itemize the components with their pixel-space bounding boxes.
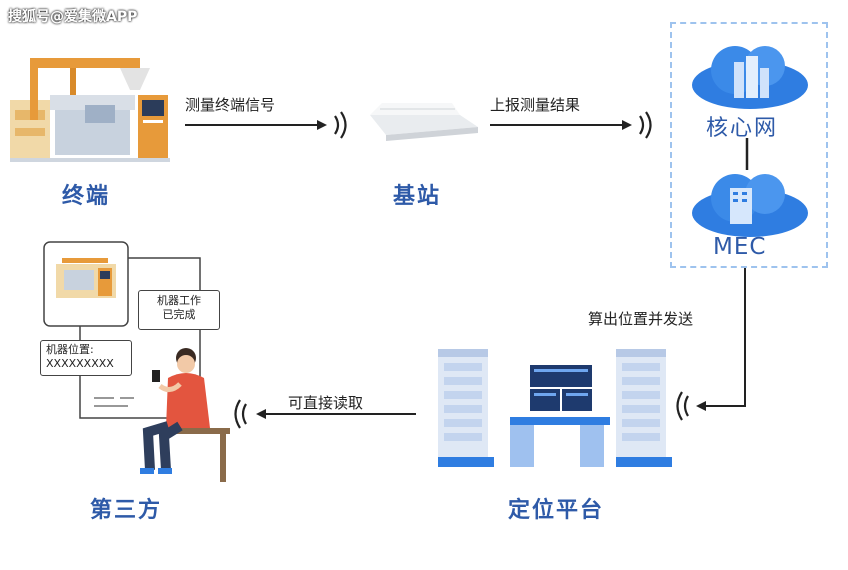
arrow-platform-to-third: [234, 399, 416, 429]
arrow-bs-to-core: [490, 111, 652, 139]
base-station-icon: [370, 103, 478, 141]
third-party-scene: [43, 241, 230, 482]
person-phone-icon: [140, 348, 230, 482]
watermark: 搜狐号@爱集微APP: [8, 9, 138, 25]
terminal-label: 终端: [62, 184, 111, 209]
wifi-signal-icon: [639, 111, 652, 139]
cloud-icon: [692, 46, 808, 109]
wifi-signal-icon: [676, 391, 689, 421]
factory-robot-icon: [56, 258, 116, 298]
platform-label: 定位平台: [508, 498, 605, 523]
mec-label: MEC: [713, 234, 767, 260]
core-network-label: 核心网: [706, 116, 779, 141]
edge-label-platform-to-third: 可直接读取: [288, 394, 364, 412]
server-rack-icon: [438, 349, 672, 467]
network-group-box: [670, 22, 828, 268]
edge-label-terminal-to-bs: 测量终端信号: [185, 96, 276, 114]
bubble-position-title: 机器位置:: [46, 343, 94, 356]
monitor-icon: [530, 365, 592, 411]
link-core-mec: [745, 138, 749, 170]
cloud-icon: [692, 174, 808, 237]
edge-label-bs-to-core: 上报测量结果: [490, 96, 581, 114]
third-party-label: 第三方: [90, 498, 163, 523]
bubble-position-value: XXXXXXXXX: [46, 357, 114, 370]
arrow-terminal-to-bs: [185, 111, 347, 139]
wifi-signal-icon: [234, 399, 247, 429]
bubble-task-done-text: 机器工作 已完成: [157, 294, 201, 321]
bubble-task-done: 机器工作 已完成: [138, 290, 220, 330]
base-station-label: 基站: [393, 184, 442, 209]
bubble-position: 机器位置: XXXXXXXXX: [40, 340, 132, 376]
factory-robot-icon: [10, 58, 170, 162]
arrow-mec-to-platform: [676, 268, 746, 421]
edge-label-mec-to-platform: 算出位置并发送: [588, 310, 694, 328]
wifi-signal-icon: [334, 111, 347, 139]
